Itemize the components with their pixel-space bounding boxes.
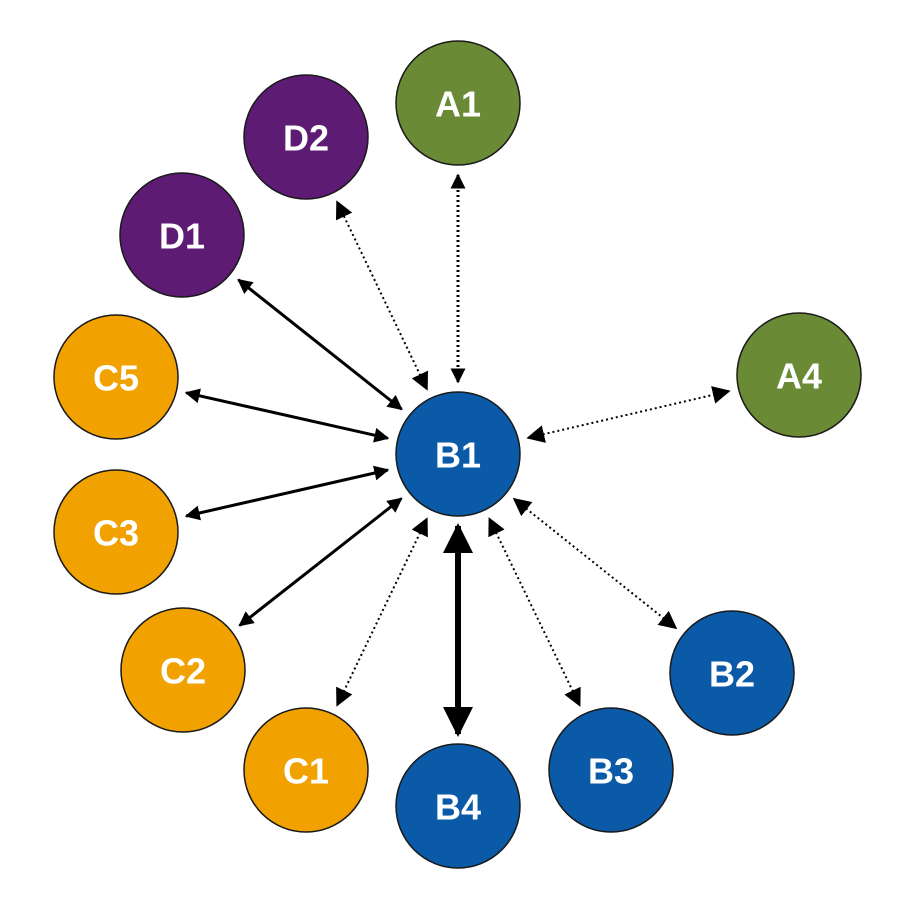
node-label-b4: B4 [435, 787, 481, 828]
node-circle-a1 [395, 40, 521, 166]
node-label-b1: B1 [435, 435, 481, 476]
node-label-b2: B2 [709, 654, 755, 695]
node-c1: C1 [243, 707, 369, 833]
node-circle-c5 [53, 314, 179, 440]
node-circle-c2 [120, 607, 246, 733]
node-c3: C3 [53, 469, 179, 595]
node-d2: D2 [243, 74, 369, 200]
node-circle-c1 [243, 707, 369, 833]
node-b1: B1 [395, 391, 521, 517]
edge-b1-c3 [184, 465, 390, 521]
edge-b1-c2 [238, 497, 403, 627]
edge-b1-d1 [237, 278, 403, 411]
node-circle-a4 [736, 312, 862, 438]
edge-b1-b3 [488, 517, 581, 707]
node-circle-b2 [669, 610, 795, 736]
node-label-c1: C1 [283, 751, 329, 792]
edges-layer [184, 173, 731, 737]
node-circle-d1 [119, 172, 245, 298]
node-label-d2: D2 [283, 118, 329, 159]
node-label-c2: C2 [160, 651, 206, 692]
node-label-a4: A4 [776, 356, 822, 397]
edge-b1-c1 [336, 517, 428, 707]
node-b2: B2 [669, 610, 795, 736]
node-circle-d2 [243, 74, 369, 200]
node-circle-c3 [53, 469, 179, 595]
node-label-a1: A1 [435, 84, 481, 125]
node-a4: A4 [736, 312, 862, 438]
node-c2: C2 [120, 607, 246, 733]
node-c5: C5 [53, 314, 179, 440]
edge-b1-d2 [335, 200, 429, 391]
node-label-b3: B3 [588, 751, 634, 792]
node-circle-b4 [395, 743, 521, 869]
edge-b1-b2 [512, 497, 678, 630]
edge-b1-c5 [184, 388, 390, 443]
edge-b1-a4 [526, 386, 731, 443]
node-a1: A1 [395, 40, 521, 166]
node-b4: B4 [395, 743, 521, 869]
node-circle-b3 [548, 707, 674, 833]
node-circle-b1 [395, 391, 521, 517]
node-label-c5: C5 [93, 358, 139, 399]
node-label-d1: D1 [159, 216, 205, 257]
node-b3: B3 [548, 707, 674, 833]
node-d1: D1 [119, 172, 245, 298]
node-label-c3: C3 [93, 513, 139, 554]
